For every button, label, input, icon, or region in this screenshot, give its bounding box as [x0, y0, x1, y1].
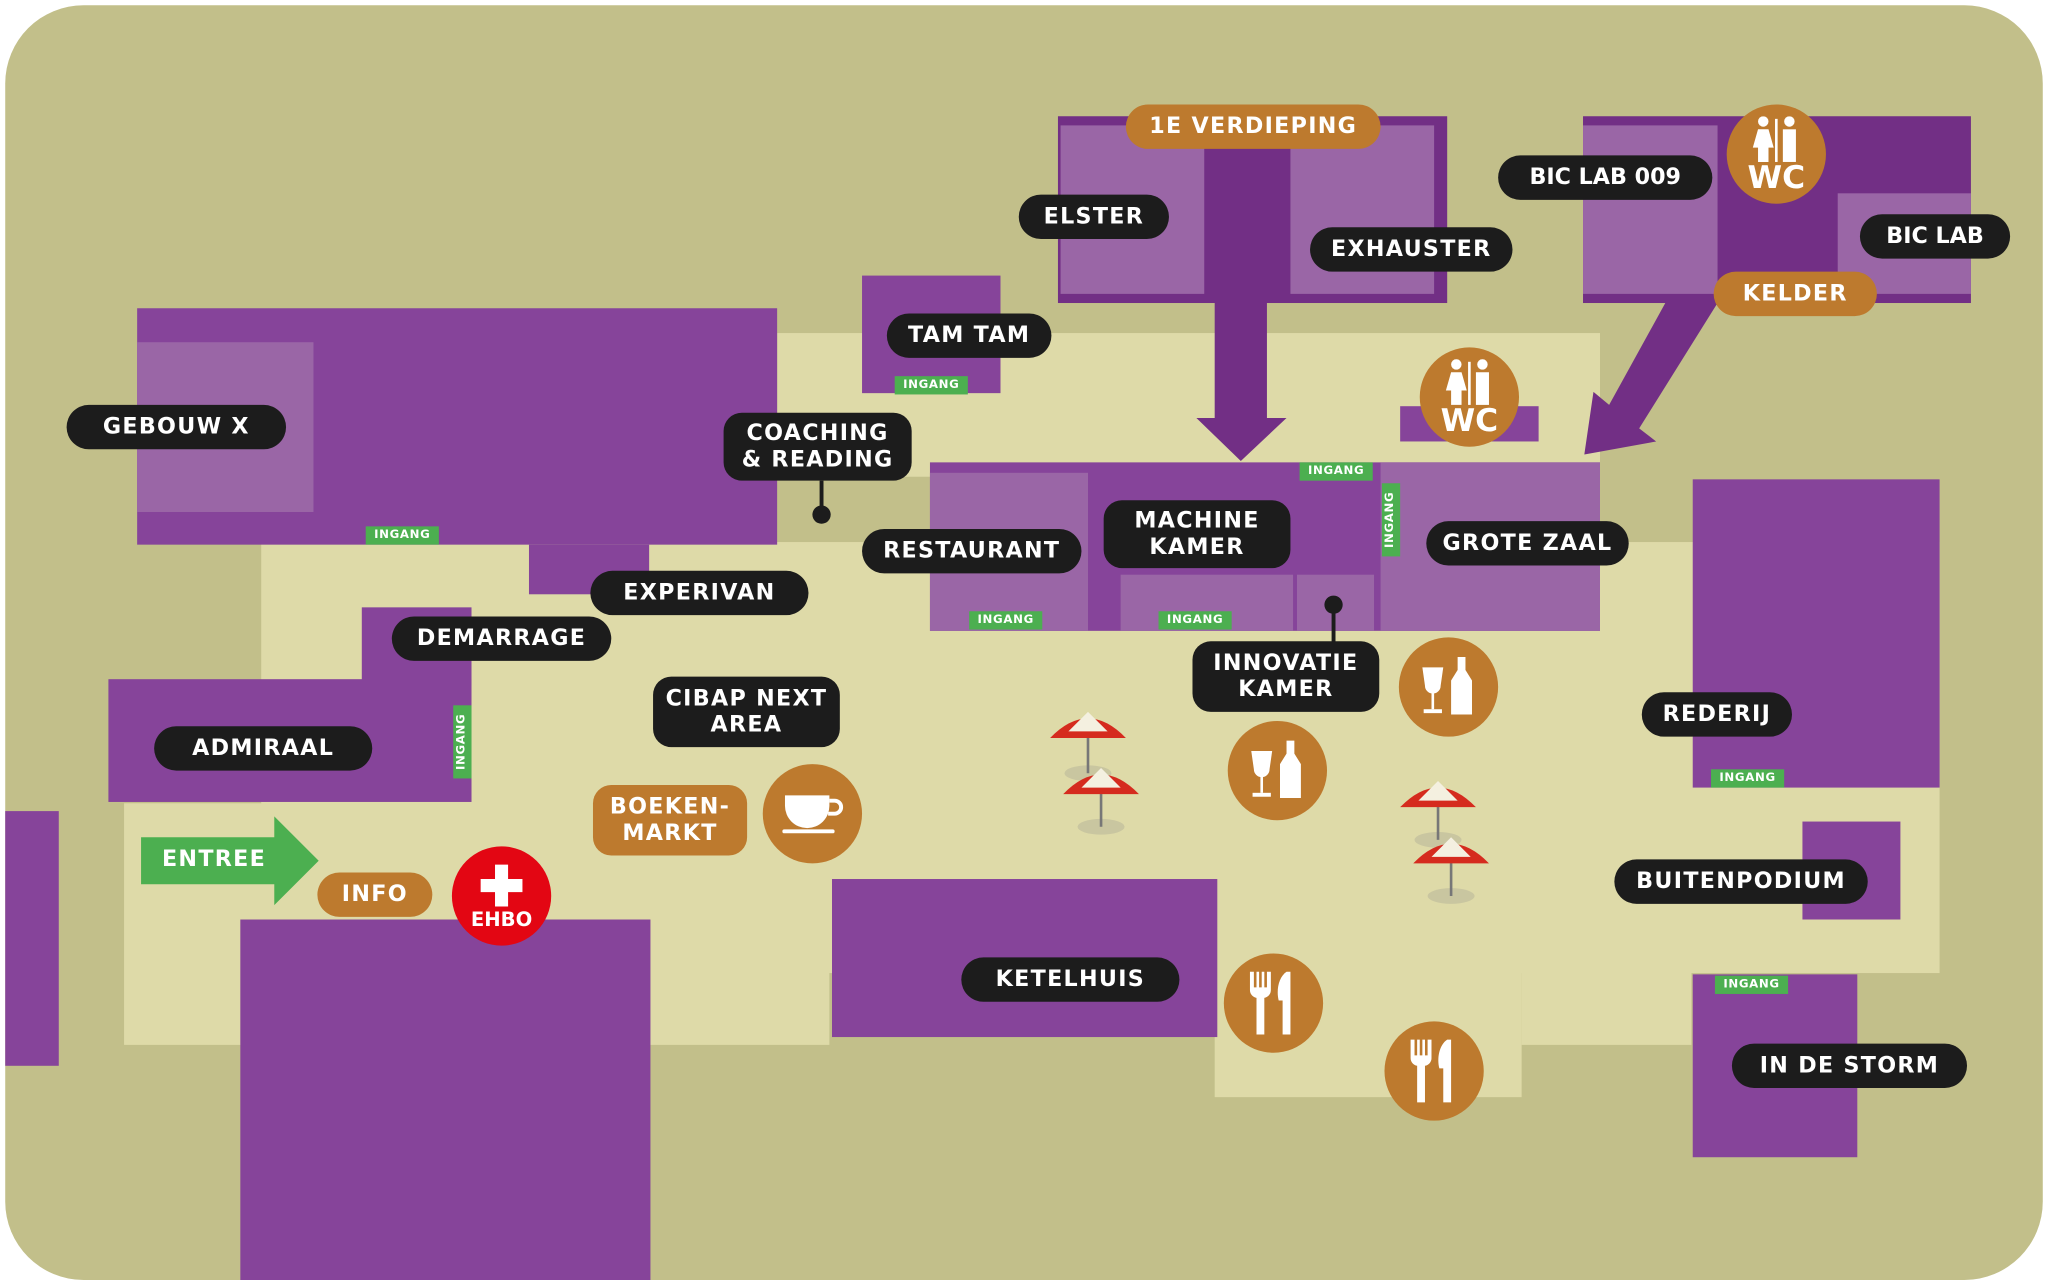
terrace-umbrella-icon [1400, 781, 1476, 848]
toilet-icon [1445, 359, 1489, 405]
entrance-tag: INGANG [1158, 611, 1232, 630]
label-boekenmarkt[interactable]: BOEKEN- MARKT [592, 784, 748, 856]
wc-label: WC [1747, 159, 1806, 196]
label-grote-zaal[interactable]: GROTE ZAAL [1426, 521, 1629, 566]
toilet-icon [1752, 116, 1796, 162]
label-info[interactable]: INFO [317, 872, 433, 917]
label-demarrage[interactable]: DEMARRAGE [391, 616, 612, 661]
drinks-icon [1251, 740, 1301, 799]
coaching-pin [812, 505, 831, 524]
label-coaching-reading[interactable]: COACHING & READING [723, 412, 912, 481]
label-rederij[interactable]: REDERIJ [1641, 692, 1792, 737]
label-machine-kamer[interactable]: MACHINE KAMER [1103, 500, 1291, 569]
label-experivan[interactable]: EXPERIVAN [590, 570, 809, 616]
label-basement[interactable]: KELDER [1713, 271, 1877, 317]
label-innovatie-kamer[interactable]: INNOVATIE KAMER [1192, 641, 1380, 712]
entrance-tag: INGANG [1714, 975, 1789, 994]
entrance-tag: INGANG [1299, 462, 1373, 481]
entrance-tag-text: INGANG [455, 713, 469, 771]
label-tam-tam[interactable]: TAM TAM [886, 313, 1052, 358]
food-marker[interactable] [1223, 953, 1324, 1053]
building-left-edge [5, 811, 59, 1066]
label-cibap-next-area[interactable]: CIBAP NEXT AREA [653, 676, 840, 748]
entrance-tag: INGANG [1711, 769, 1785, 788]
first-aid-cross-icon [480, 864, 523, 907]
first-floor-arrow [1196, 303, 1287, 462]
cutlery-icon [1249, 971, 1291, 1035]
label-buitenpodium[interactable]: BUITENPODIUM [1614, 859, 1868, 904]
terrace-umbrella-icon [1063, 767, 1139, 835]
label-entree[interactable]: ENTREE [161, 846, 267, 873]
cutlery-icon [1410, 1039, 1452, 1103]
bar-marker[interactable] [1398, 637, 1499, 737]
bar-marker[interactable] [1227, 720, 1328, 821]
label-admiraal[interactable]: ADMIRAAL [154, 726, 373, 771]
coffee-marker[interactable] [762, 764, 863, 864]
entree-arrow [141, 816, 319, 906]
wc-label: WC [1440, 402, 1499, 439]
drinks-icon [1422, 656, 1472, 715]
first-aid-label: EHBO [470, 907, 533, 932]
label-elster[interactable]: ELSTER [1018, 194, 1169, 240]
entrance-tag: INGANG [1381, 483, 1401, 557]
basement-arrow [1584, 303, 1718, 455]
terrace-umbrella-icon [1050, 711, 1126, 782]
label-bic-lab[interactable]: BIC LAB [1859, 214, 2011, 259]
label-gebouw-x[interactable]: GEBOUW X [66, 404, 287, 450]
wc-marker[interactable]: WC [1419, 347, 1520, 447]
label-first-floor[interactable]: 1E VERDIEPING [1125, 104, 1381, 149]
label-in-de-storm[interactable]: IN DE STORM [1731, 1043, 1968, 1088]
entrance-tag-text: INGANG [1384, 491, 1398, 549]
entrance-tag: INGANG [453, 705, 472, 779]
innovatie-pin [1324, 595, 1343, 614]
entrance-tag: INGANG [894, 376, 968, 395]
coffee-cup-icon [782, 795, 844, 834]
food-marker[interactable] [1384, 1021, 1484, 1121]
label-exhauster[interactable]: EXHAUSTER [1310, 227, 1513, 272]
terrace-umbrella-icon [1413, 837, 1489, 904]
entrance-tag: INGANG [365, 526, 439, 545]
wc-marker[interactable]: WC [1726, 104, 1826, 204]
building-entrance-block [240, 919, 651, 1280]
entrance-tag: INGANG [969, 611, 1043, 630]
first-aid-marker[interactable]: EHBO [451, 846, 552, 946]
label-ketelhuis[interactable]: KETELHUIS [961, 957, 1180, 1002]
label-restaurant[interactable]: RESTAURANT [862, 528, 1082, 574]
label-bic-lab-009[interactable]: BIC LAB 009 [1498, 155, 1713, 200]
